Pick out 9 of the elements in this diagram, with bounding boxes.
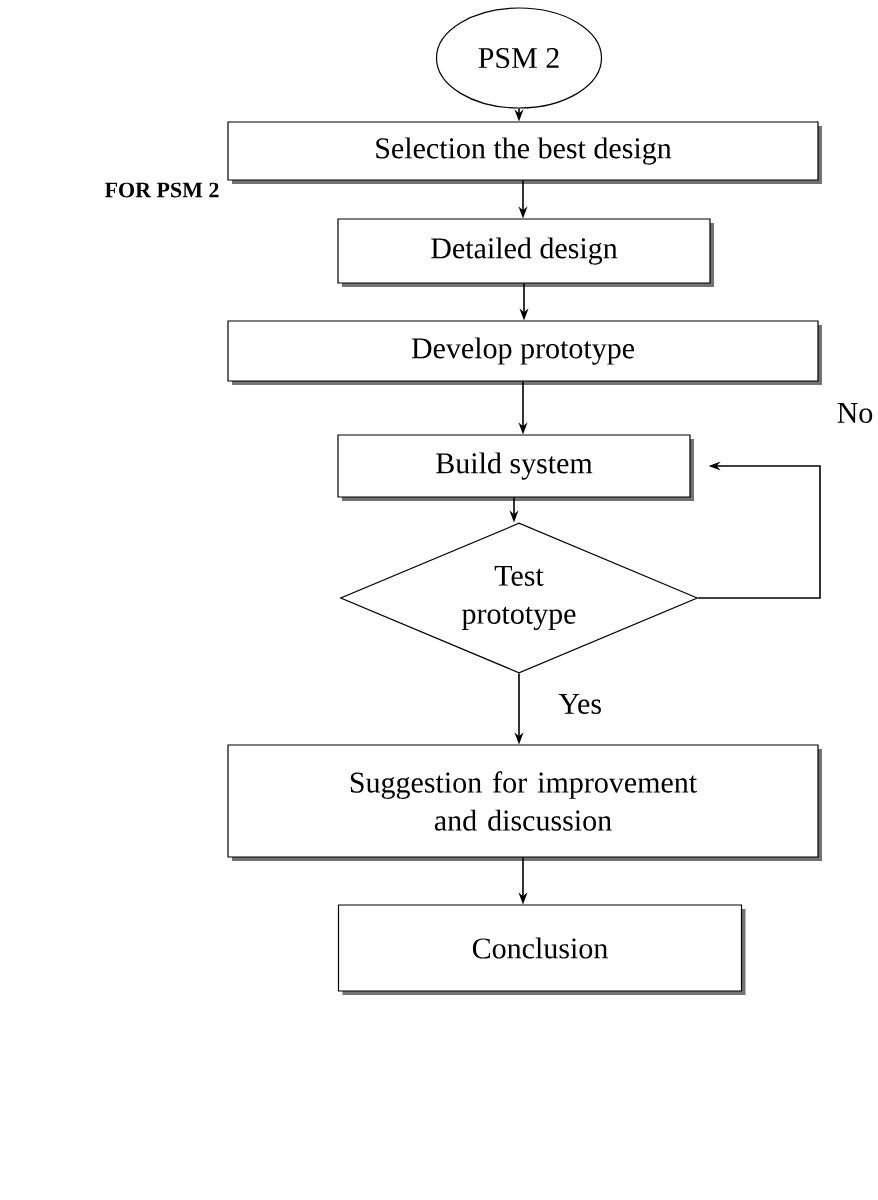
process-box: Suggestion for improvement and discussion <box>227 744 822 861</box>
process-box: Build system <box>337 434 694 501</box>
edge-label: No <box>834 401 876 425</box>
process-box: Develop prototype <box>227 320 822 385</box>
process-box: Detailed design <box>337 218 714 287</box>
section-heading: FOR PSM 2 <box>104 182 219 198</box>
process-box: Selection the best design <box>227 121 822 184</box>
process-box: Conclusion <box>337 904 746 995</box>
edge-label: Yes <box>556 692 605 716</box>
